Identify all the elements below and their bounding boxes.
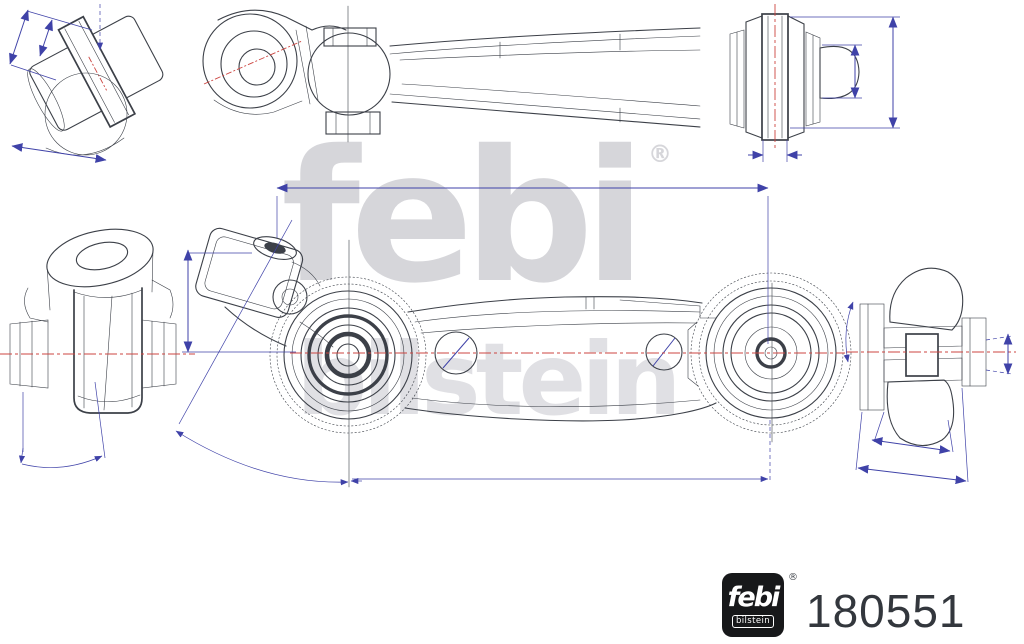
left-end-view (0, 228, 195, 468)
side-view-dimensions (748, 16, 900, 162)
febi-logo-wordmark: febi (727, 581, 781, 613)
febi-logo-subbrand: bilstein (731, 614, 775, 629)
bushing-detail-view (9, 4, 164, 163)
watermark-registered-icon: ® (648, 140, 672, 168)
left-view-dimensions (18, 381, 106, 468)
registered-trademark-icon: ® (788, 572, 798, 583)
main-plan-view (175, 183, 852, 488)
right-end-view (843, 267, 1016, 485)
side-elevation-view (202, 4, 900, 162)
plan-view-dimensions (175, 183, 771, 486)
detail-view-dimensions (9, 4, 107, 163)
febi-logo: febi bilstein (722, 573, 784, 637)
watermark-bilstein: bilstein (296, 321, 682, 438)
right-view-dimensions (843, 301, 1013, 485)
watermark-febi: febi (281, 111, 646, 323)
part-number: 180551 (806, 585, 966, 637)
